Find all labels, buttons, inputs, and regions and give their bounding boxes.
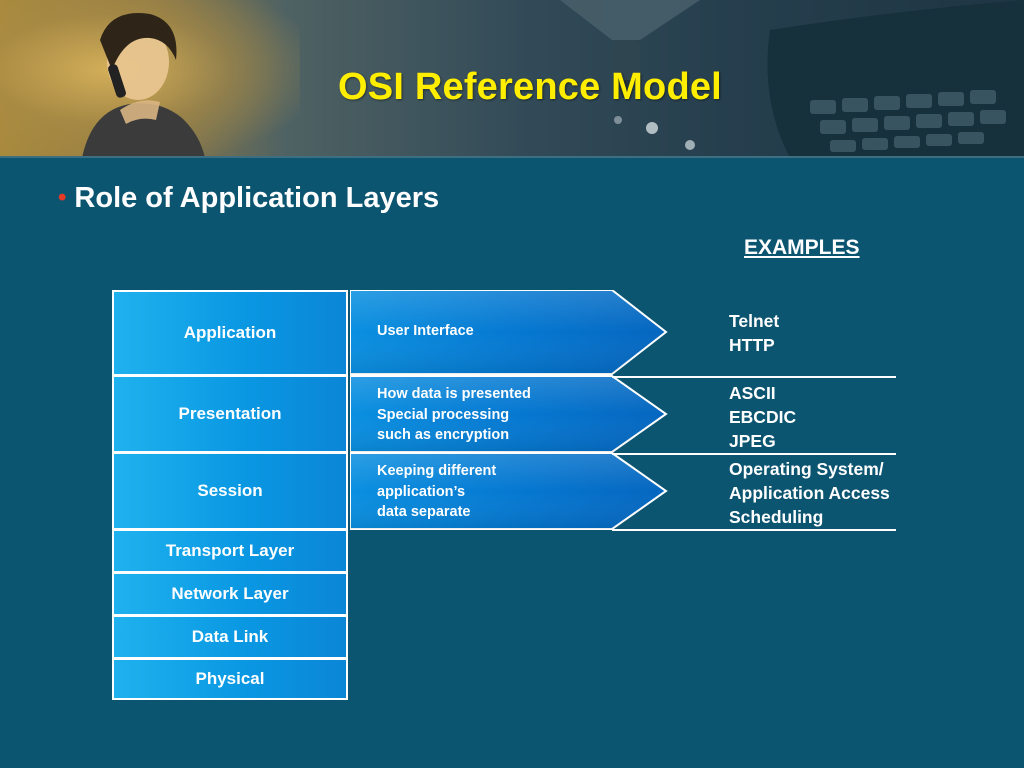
desc-presentation: How data is presented Special processing… (377, 384, 531, 446)
slide-title: OSI Reference Model (338, 66, 722, 108)
arrow-session (350, 452, 668, 530)
desc-line: Special processing (377, 406, 510, 423)
banner-divider (0, 156, 1024, 158)
rule-session-bottom (612, 529, 896, 531)
description-arrows (350, 290, 668, 530)
desc-line: How data is presented (377, 386, 531, 402)
desc-line: User Interface (377, 323, 474, 339)
examples-application: Telnet HTTP (729, 309, 779, 357)
layer-application: Application (112, 290, 348, 376)
bullet-heading: • Role of Application Layers (58, 182, 439, 215)
examples-session: Operating System/ Application Access Sch… (729, 457, 890, 529)
desc-session: Keeping different application’s data sep… (377, 461, 496, 523)
example-line: EBCDIC (729, 407, 797, 427)
desc-line: such as encryption (377, 427, 510, 443)
layer-transport: Transport Layer (112, 529, 348, 573)
desc-line: data separate (377, 504, 471, 520)
layer-physical: Physical (112, 658, 348, 700)
example-line: Telnet (729, 311, 780, 331)
arrow-presentation (350, 375, 668, 453)
banner-photo-illustration (82, 0, 1024, 158)
example-line: JPEG (729, 431, 776, 451)
layer-session: Session (112, 452, 348, 530)
desc-application: User Interface (377, 321, 474, 342)
bullet-dot-icon: • (58, 184, 67, 211)
example-line: HTTP (729, 335, 775, 355)
rule-session-top (612, 453, 896, 455)
bullet-text: Role of Application Layers (74, 182, 440, 214)
desc-line: Keeping different (377, 463, 497, 479)
layer-network: Network Layer (112, 572, 348, 616)
rule-presentation-top (612, 376, 896, 378)
example-line: Application Access (729, 483, 890, 503)
examples-presentation: ASCII EBCDIC JPEG (729, 381, 796, 453)
header-banner: OSI Reference Model (0, 0, 1024, 158)
desc-line: application’s (377, 483, 466, 500)
examples-heading: EXAMPLES (744, 236, 860, 259)
layer-presentation: Presentation (112, 375, 348, 453)
arrow-application (350, 290, 668, 375)
layer-data-link: Data Link (112, 615, 348, 659)
example-line: ASCII (729, 383, 776, 403)
example-line: Operating System/ (729, 459, 884, 479)
example-line: Scheduling (729, 507, 824, 527)
